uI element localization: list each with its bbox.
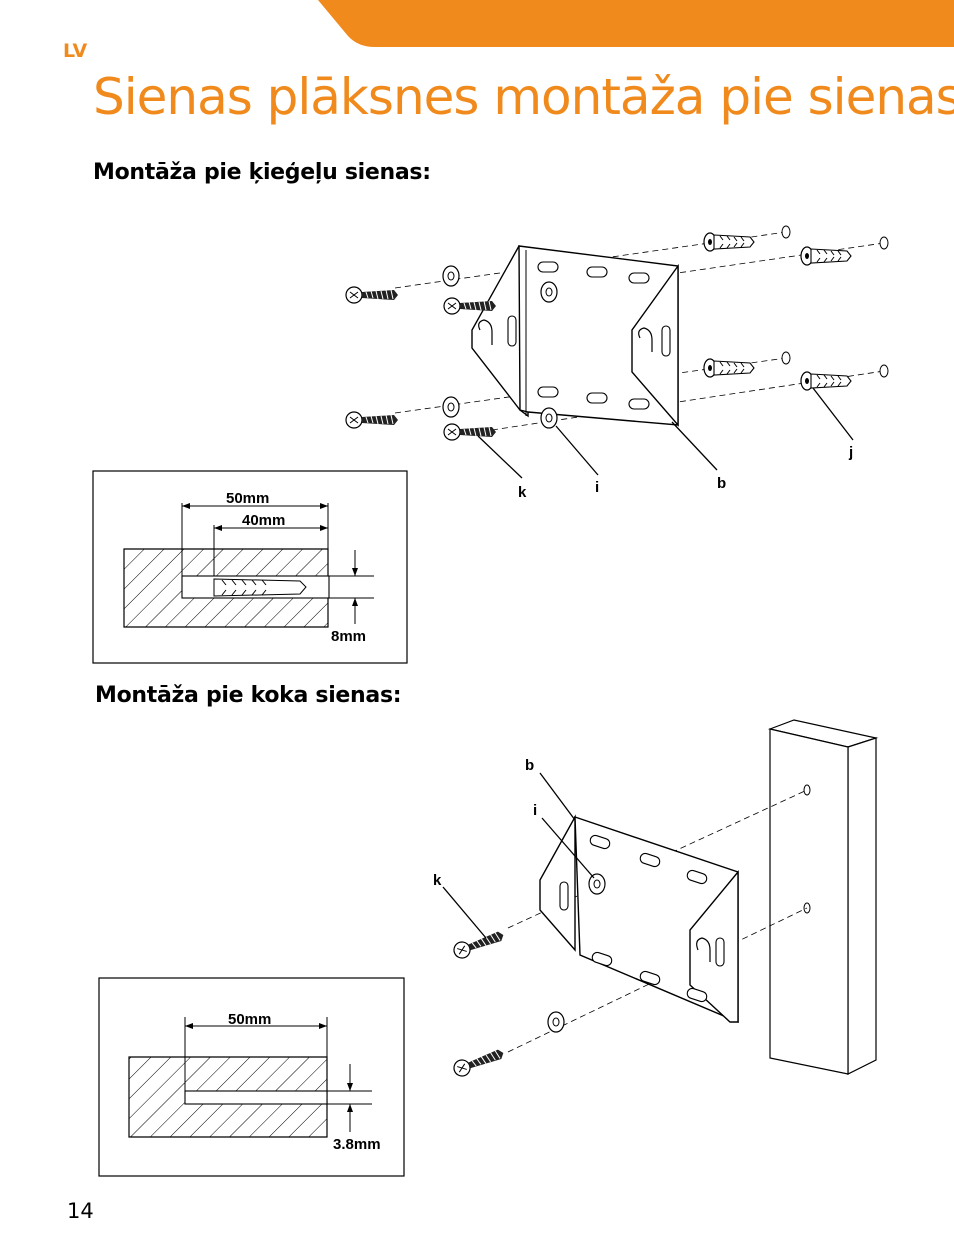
language-code: LV xyxy=(63,40,88,62)
label-i: i xyxy=(595,479,599,496)
header-band xyxy=(318,0,954,47)
label-b: b xyxy=(525,757,534,774)
brick-drill-depth-diagram: 50mm 40mm 8mm xyxy=(92,470,408,664)
label-b: b xyxy=(717,475,726,492)
dim-50mm: 50mm xyxy=(226,490,269,507)
wood-wall-heading: Montāža pie koka sienas: xyxy=(95,683,402,708)
dim-8mm: 8mm xyxy=(331,628,366,645)
brick-mount-exploded-view: k i b j xyxy=(345,225,889,501)
page-title: Sienas plāksnes montāža pie sienas xyxy=(93,68,954,126)
label-k: k xyxy=(518,484,527,501)
brick-wall-heading: Montāža pie ķieģeļu sienas: xyxy=(93,160,431,185)
dim-40mm: 40mm xyxy=(242,512,285,529)
wood-drill-depth-diagram: 50mm 3.8mm xyxy=(98,977,405,1177)
dim-3-8mm: 3.8mm xyxy=(333,1136,381,1153)
dim-50mm: 50mm xyxy=(228,1011,271,1028)
wood-mount-exploded-view: b i k xyxy=(433,719,879,1079)
label-j: j xyxy=(848,444,853,461)
page-number: 14 xyxy=(67,1199,94,1223)
label-i: i xyxy=(533,802,537,819)
label-k: k xyxy=(433,872,442,889)
